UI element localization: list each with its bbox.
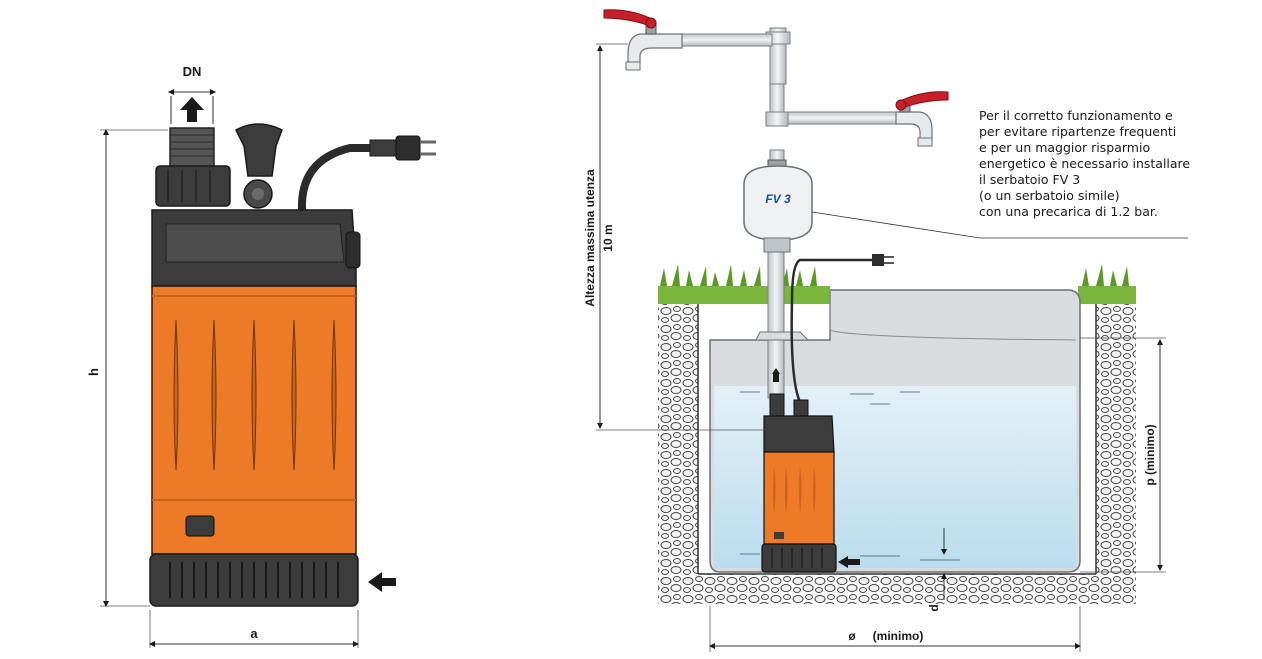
installation-note: Per il corretto funzionamento e per evit… [979, 108, 1209, 220]
lower-water-tap [895, 111, 933, 141]
upper-water-tap [627, 33, 683, 65]
note-leader-line [811, 211, 981, 239]
dim-label-diameter-symbol: ø [848, 629, 856, 643]
branch-pipe-upper [679, 33, 773, 47]
riser-pipe-assembly [603, 9, 949, 399]
installation-power-cable [790, 258, 874, 403]
pump-label-plate [185, 515, 215, 537]
pump-dimension-lines [100, 89, 396, 648]
dim-label-h: h [86, 368, 101, 376]
note-line: Per il corretto funzionamento e [979, 108, 1173, 123]
note-line: (o un serbatoio simile) [979, 188, 1120, 203]
pump-front-view [149, 123, 436, 607]
note-line: il serbatoio FV 3 [979, 172, 1081, 187]
pump-carry-handle [235, 123, 283, 177]
gravel-floor [658, 574, 1136, 604]
note-line: con una precarica di 1.2 bar. [979, 204, 1158, 219]
gravel-wall-right [1096, 304, 1136, 604]
fv3-pressure-tank: FV 3 [743, 159, 813, 253]
note-line: e per un maggior risparmio [979, 140, 1151, 155]
dim-label-d: d [927, 604, 941, 611]
gravel-wall-left [658, 304, 698, 604]
note-line: energetico è necessario installare [979, 156, 1191, 171]
dim-label-a: a [250, 626, 258, 641]
max-height-label: Altezza massima utenza [583, 169, 597, 307]
intake-arrow-small [838, 556, 860, 568]
installation-dimension-lines [596, 43, 1188, 652]
excavation-pit [658, 264, 1136, 604]
submerged-pump [761, 393, 860, 573]
dim-label-dn: DN [183, 64, 202, 79]
pump-power-cable [297, 144, 372, 211]
grass-right [1078, 286, 1136, 304]
pump-outlet-collar [155, 165, 231, 207]
power-plug [395, 135, 421, 161]
dim-label-diameter-text: (minimo) [873, 629, 924, 643]
note-line: per evitare ripartenze frequenti [979, 124, 1177, 139]
dim-label-p: p (minimo) [1143, 424, 1157, 485]
grass-left [658, 286, 830, 304]
outlet-flow-arrow [180, 97, 204, 122]
pump-outlet-nozzle [169, 127, 215, 169]
max-height-value: 10 m [601, 224, 615, 251]
fv3-badge-text: FV 3 [765, 192, 791, 206]
branch-pipe-lower [787, 111, 899, 125]
installation-plug [872, 254, 884, 266]
intake-flow-arrow [368, 572, 396, 592]
